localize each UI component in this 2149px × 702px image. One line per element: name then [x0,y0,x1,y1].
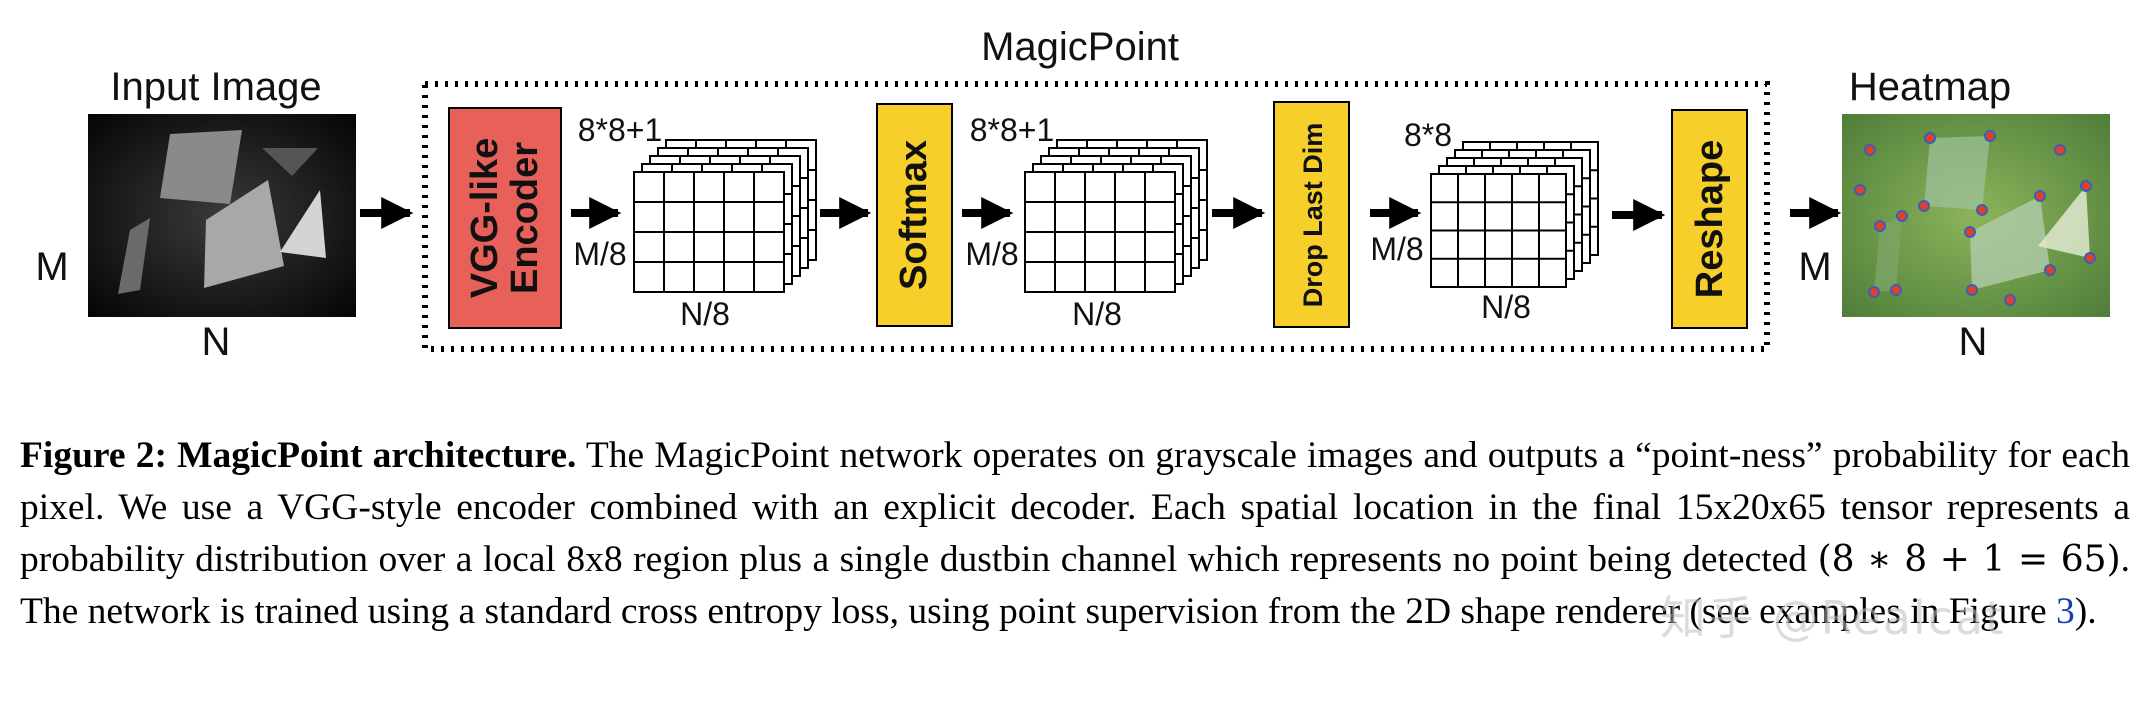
tensor3-grid [1430,141,1599,288]
encoder-label-line1: VGG-like [464,138,506,299]
caption-math: (8 ∗ 8 + 1 = 65) [1817,539,2121,580]
tensor2-bottom-label: N/8 [1072,296,1122,332]
tensor1-bottom-label: N/8 [680,296,730,332]
reshape-block [1671,109,1748,329]
drop-last-dim-block [1273,101,1350,328]
tensor3-top-label: 8*8 [1404,117,1452,153]
architecture-diagram: MagicPoint Input Image M N VGG-like Enco… [35,25,2110,364]
caption-text-a: The MagicPoint network operates on grays… [20,435,2131,580]
heatmap-title: Heatmap [1849,65,2011,109]
encoder-block [448,107,562,329]
input-image-title: Input Image [110,65,321,109]
input-m-label: M [35,245,68,289]
tensor2-top-label: 8*8+1 [970,112,1055,148]
encoder-label-line2: Encoder [504,142,546,294]
drop-last-dim-label: Drop Last Dim [1298,123,1328,308]
tensor3-bottom-label: N/8 [1481,289,1531,325]
tensor2-side-label: M/8 [965,236,1018,272]
caption-title: MagicPoint architecture. [177,435,577,476]
heatmap-keypoint [1918,200,1930,212]
heatmap-keypoint [1874,220,1886,232]
caption-text-end: ). [2074,591,2097,632]
heatmap-keypoint [1890,284,1902,296]
heatmap-keypoint [2004,294,2016,306]
figure-caption: Figure 2: MagicPoint architecture. The M… [20,430,2130,638]
heatmap-keypoint [1854,184,1866,196]
magicpoint-title: MagicPoint [981,25,1179,69]
input-n-label: N [202,320,231,364]
tensor3-side-label: M/8 [1370,231,1423,267]
heatmap-keypoint [1976,204,1988,216]
magicpoint-dotted-box [422,81,1770,352]
heatmap-keypoint [2080,180,2092,192]
input-image [88,114,356,317]
heatmap-keypoint [1864,144,1876,156]
heatmap-keypoint [1896,210,1908,222]
heatmap-keypoint [2054,144,2066,156]
heatmap-keypoint [1966,284,1978,296]
heatmap-keypoint [1964,226,1976,238]
heatmap-m-label: M [1798,245,1831,289]
tensor1-grid [633,139,817,293]
heatmap-keypoint [1984,130,1996,142]
reshape-label: Reshape [1689,140,1731,298]
heatmap-keypoint [2084,252,2096,264]
tensor2-grid [1024,139,1208,293]
heatmap-image [1842,114,2110,317]
softmax-block [876,103,953,327]
softmax-label: Softmax [893,140,935,290]
heatmap-keypoint [1868,286,1880,298]
caption-figure-label: Figure 2: [20,435,167,476]
caption-figure-ref[interactable]: 3 [2056,591,2075,632]
heatmap-keypoint [1924,132,1936,144]
tensor1-top-label: 8*8+1 [578,112,663,148]
watermark: 知乎 @Realcat [1660,591,2006,645]
caption-text-b: . The network is trained using a standar… [20,539,2130,632]
heatmap-keypoint [2044,264,2056,276]
heatmap-n-label: N [1959,320,1988,364]
tensor1-side-label: M/8 [573,236,626,272]
heatmap-keypoint [2034,190,2046,202]
